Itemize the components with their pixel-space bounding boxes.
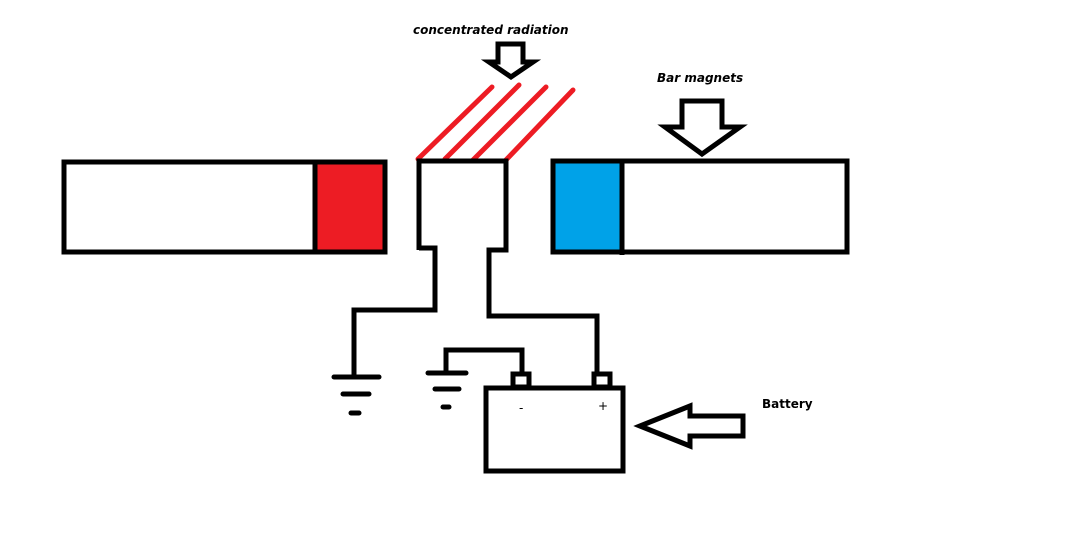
radiation-label: concentrated radiation [413,23,569,37]
battery-negative-lead [443,347,525,374]
battery-positive-terminal [591,371,613,390]
left-magnet-pole [315,162,385,252]
sample-right-lead [416,158,600,374]
magnets-label: Bar magnets [657,71,743,85]
battery-negative-terminal [510,371,532,390]
radiation-ray [415,84,495,162]
radiation-ray [442,82,522,162]
right-magnet-pole [553,161,622,252]
radiation-rays [415,82,576,164]
battery-negative-sign: - [519,401,523,415]
battery-arrow-icon [633,402,746,450]
right-magnet-body [550,158,850,255]
radiation-ray [469,84,549,164]
battery: - + [483,371,626,474]
left-bar-magnet [61,159,388,255]
right-bar-magnet [550,158,850,255]
left-magnet-body [61,159,388,255]
battery-body [483,385,626,474]
battery-positive-sign: + [598,399,608,413]
radiation-arrow-icon [480,41,542,81]
sample-left-lead [351,245,438,376]
radiation-ray [502,87,576,164]
ground-symbol-icon [425,370,469,410]
magnets-arrow-icon [657,98,748,158]
battery-label: Battery [762,397,813,411]
ground-symbol-icon [331,374,382,416]
